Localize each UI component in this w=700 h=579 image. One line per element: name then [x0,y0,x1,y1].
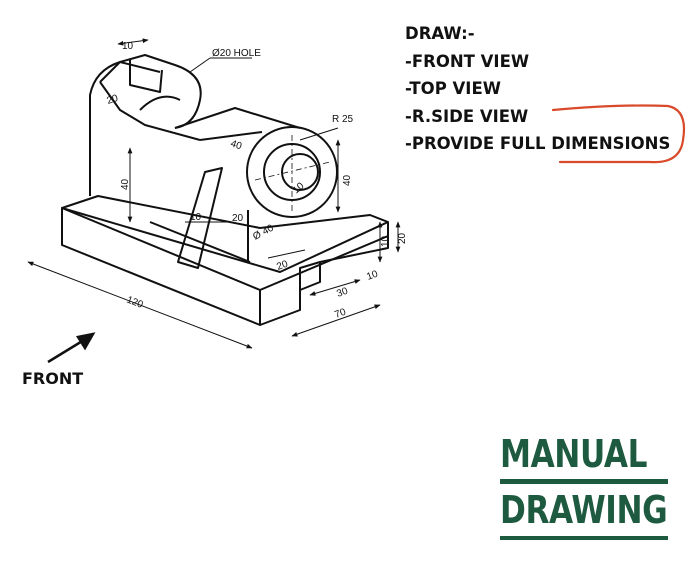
dim-bore-inner: 10 [291,180,307,196]
dim-radius: R 25 [332,114,354,125]
base-top-face [61,195,389,273]
dim-body-length: 40 [229,138,243,152]
instruction-top-view: -TOP VIEW [405,79,501,98]
instruction-dimensions: -PROVIDE FULL DIMENSIONS [405,134,671,153]
upright-top [99,54,202,129]
slot [129,60,163,93]
manual-drawing-logo: MANUAL DRAWING [500,432,668,540]
dim-base-length: 120 [125,295,145,311]
logo-line-1: MANUAL [500,432,648,476]
dim-boss-height: 40 [342,174,353,186]
logo-underline [500,536,668,540]
dim-base-height-b: 20 [397,232,408,244]
dimension-lines [27,38,401,349]
dim-rib-offset: 20 [232,213,244,224]
instruction-side-view: -R.SIDE VIEW [405,106,529,126]
dim-upright-height: 40 [120,178,131,190]
dim-groove-depth: 10 [365,269,380,283]
dim-upright-thickness: 20 [106,93,120,107]
dim-step-depth: 20 [275,259,290,273]
dim-base-height-a: 10 [380,235,391,247]
highlight-bracket [551,104,686,164]
logo-line-2: DRAWING [500,488,668,532]
drawing-instructions: DRAW:- -FRONT VIEW -TOP VIEW -R.SIDE VIE… [405,20,670,158]
instructions-heading: DRAW:- [405,24,475,43]
front-arrow-icon [47,332,96,364]
dim-hole-note: Ø20 HOLE [212,48,261,59]
dim-rib-width: 10 [190,212,202,223]
dim-base-width: 70 [333,307,348,321]
instruction-front-view: -FRONT VIEW [405,51,530,71]
front-label: FRONT [22,369,84,388]
logo-divider [500,479,668,484]
centerlines [254,135,331,212]
dim-groove-width: 30 [335,286,350,300]
dimension-labels: 10 Ø20 HOLE 20 40 R 25 40 40 10 20 Ø 40 … [106,41,408,321]
dim-slot-width: 10 [122,41,134,52]
